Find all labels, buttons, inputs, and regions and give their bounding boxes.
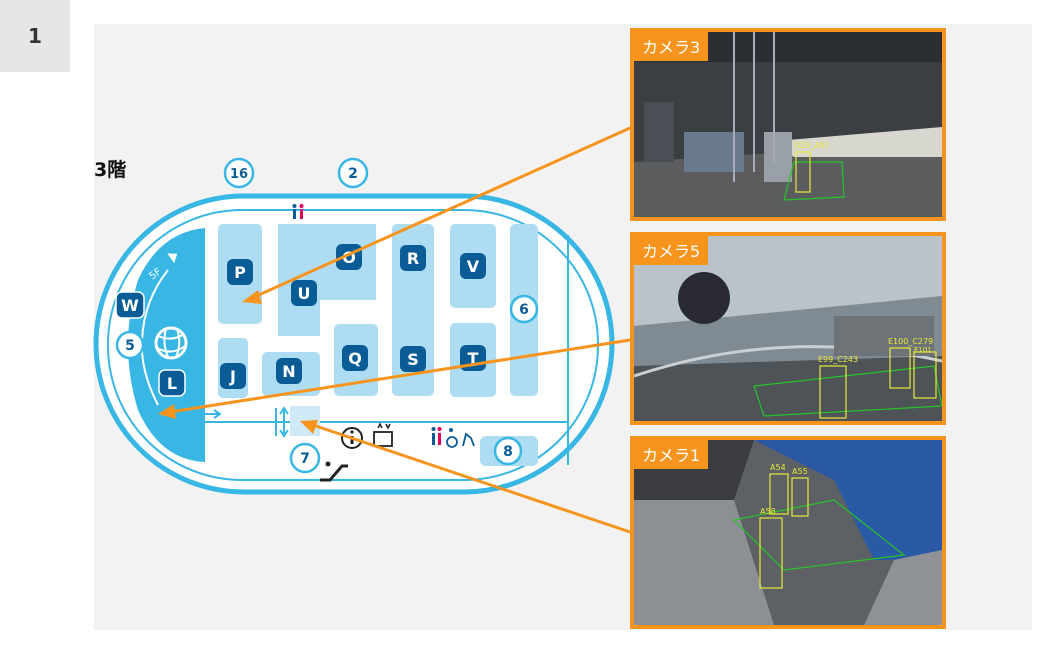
information-icon (341, 427, 363, 449)
camera1-label: カメラ1 (634, 440, 709, 469)
marker-p: P (227, 259, 253, 285)
marker-n: N (276, 358, 302, 384)
area-number-5-label: 5 (125, 338, 135, 354)
escalator-icon (320, 461, 348, 482)
marker-n-label: N (282, 362, 295, 381)
area-number-8-label: 8 (503, 444, 513, 460)
elevator-icon (373, 422, 393, 447)
camera5-detection-box-3 (913, 351, 937, 399)
camera1-pointer-arrow (300, 420, 631, 534)
page-number-badge: 1 (0, 0, 70, 72)
vertical-arrow-icon (275, 406, 289, 438)
area-number-6: 6 (509, 294, 539, 324)
globe-icon (154, 326, 188, 360)
restroom-icon-top (292, 204, 304, 219)
camera5-detection-box-1 (819, 365, 847, 419)
camera1-detection-box-3 (759, 517, 783, 589)
marker-q-label: Q (348, 349, 362, 368)
camera5-view: E99_C243 E100_C279 E101 カメラ5 (630, 232, 946, 425)
area-number-8: 8 (493, 436, 523, 466)
area-number-2: 2 (337, 157, 369, 189)
camera3-view: D29_A5? カメラ3 (630, 28, 946, 221)
marker-l: L (158, 369, 186, 397)
area-number-16-label: 16 (230, 167, 248, 182)
marker-s-label: S (407, 350, 419, 369)
camera3-detection-tag: D29_A5? (794, 141, 829, 150)
camera5-label: カメラ5 (634, 236, 709, 265)
marker-u-label: U (298, 284, 311, 303)
area-number-7: 7 (289, 442, 321, 474)
area-number-6-label: 6 (519, 302, 529, 318)
floor-label: 3階 (94, 159, 127, 181)
marker-v-label: V (467, 257, 480, 276)
camera1-view: A54 A55 A58 カメラ1 (630, 436, 946, 629)
marker-q: Q (342, 345, 368, 371)
camera1-detection-tag-3: A58 (760, 507, 776, 516)
restroom-accessible-icon (431, 427, 475, 448)
bidirectional-arrow-icon (188, 409, 222, 419)
marker-l-label: L (167, 374, 177, 393)
stair-arrow-icon (167, 253, 178, 264)
area-number-7-label: 7 (300, 451, 310, 467)
camera5-detection-tag-3: E101 (914, 346, 932, 354)
marker-t-label: T (468, 349, 479, 368)
camera3-label: カメラ3 (634, 32, 709, 61)
marker-j-label: J (229, 367, 236, 386)
marker-r: R (400, 245, 426, 271)
camera5-detection-box-2 (889, 347, 911, 389)
area-number-5: 5 (115, 330, 145, 360)
area-number-2-label: 2 (348, 166, 358, 182)
marker-p-label: P (234, 263, 246, 282)
marker-w: W (115, 291, 145, 319)
page-number: 1 (28, 24, 42, 48)
left-crescent-area (128, 228, 205, 462)
marker-j: J (220, 363, 246, 389)
marker-s: S (400, 346, 426, 372)
camera1-detection-box-2 (791, 477, 809, 517)
camera1-detection-tag-2: A55 (792, 467, 808, 476)
camera5-detection-tag-1: E99_C243 (818, 355, 858, 364)
camera3-pointer-arrow (242, 126, 631, 304)
marker-u: U (291, 280, 317, 306)
marker-v: V (460, 253, 486, 279)
area-number-16: 16 (223, 157, 255, 189)
camera3-detection-box (795, 151, 811, 193)
camera1-detection-tag-1: A54 (770, 463, 786, 472)
marker-r-label: R (407, 249, 419, 268)
camera1-detection-box-1 (769, 473, 789, 515)
camera5-pointer-arrow (158, 338, 631, 419)
marker-w-label: W (121, 296, 139, 315)
camera5-detection-tag-2: E100_C279 (888, 337, 933, 346)
camera5-scene: E99_C243 E100_C279 E101 (634, 236, 942, 421)
